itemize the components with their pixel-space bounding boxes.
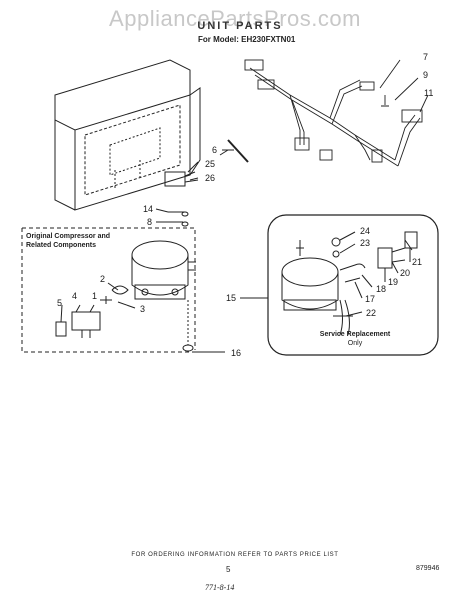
- leader-lines: [155, 149, 229, 223]
- callout-19: 19: [388, 277, 398, 287]
- callout-9: 9: [423, 70, 428, 80]
- callout-20: 20: [400, 268, 410, 278]
- original-compressor-label-line-2: Related Components: [26, 242, 97, 249]
- callout-numbers: 7 9 11 6 25 26 14 8 2 1 3 4 5 16 24 23 1…: [57, 52, 433, 358]
- callout-5: 5: [57, 298, 62, 308]
- page-number: 5: [226, 565, 231, 574]
- grommet: [182, 300, 225, 353]
- callout-11: 11: [424, 88, 433, 98]
- cabinet-housing: [54, 59, 201, 211]
- callout-2: 2: [100, 274, 105, 284]
- page-title: UNIT PARTS: [197, 20, 283, 32]
- callout-6: 6: [212, 145, 217, 155]
- service-compressor: [281, 231, 418, 336]
- callout-18: 18: [376, 284, 386, 294]
- handwritten-code: 771-8-14: [205, 583, 235, 592]
- callout-23: 23: [360, 238, 370, 248]
- callout-3: 3: [140, 304, 145, 314]
- callout-1: 1: [92, 291, 97, 301]
- service-replacement-frame: [240, 214, 439, 356]
- watermark: AppliancePartsPros.com: [109, 6, 361, 31]
- original-compressor-frame: [21, 227, 196, 353]
- callout-16: 16: [231, 348, 241, 358]
- callout-22: 22: [366, 308, 376, 318]
- start-components: [55, 282, 136, 338]
- ordering-note: FOR ORDERING INFORMATION REFER TO PARTS …: [131, 552, 339, 558]
- service-replacement-label-line-2: Only: [347, 340, 363, 347]
- callout-7: 7: [423, 52, 428, 62]
- relay-block: [164, 161, 199, 187]
- model-label: For Model: EH230FXTN01: [198, 35, 296, 44]
- callout-8: 8: [147, 217, 152, 227]
- service-replacement-label-line-1: Service Replacement: [319, 331, 391, 338]
- callout-21: 21: [412, 257, 422, 267]
- callout-25: 25: [205, 159, 215, 169]
- service-replacement-label: Service Replacement Only: [300, 330, 410, 348]
- original-compressor: [131, 211, 196, 300]
- callout-14: 14: [143, 204, 153, 214]
- document-code: 879946: [416, 565, 440, 572]
- callout-24: 24: [360, 226, 370, 236]
- callout-26: 26: [205, 173, 215, 183]
- callout-15: 15: [226, 293, 236, 303]
- wiring-harness: [244, 59, 429, 167]
- original-compressor-label: Original Compressor and Related Componen…: [26, 232, 110, 250]
- callout-17: 17: [365, 294, 375, 304]
- original-compressor-label-line-1: Original Compressor and: [26, 233, 111, 240]
- callout-4: 4: [72, 291, 77, 301]
